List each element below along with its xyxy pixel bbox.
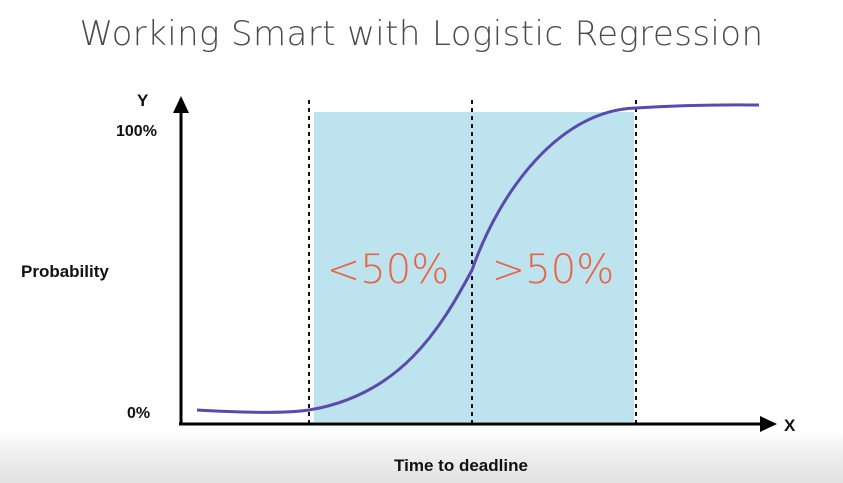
y-axis-label: Y [137, 91, 149, 110]
y-min-label: 0% [127, 405, 150, 422]
y-max-label: 100% [116, 123, 157, 140]
x-axis-label: X [784, 416, 796, 435]
x-description-label: Time to deadline [394, 456, 528, 475]
region-label-below-50: <50% [327, 247, 449, 293]
region-label-above-50: >50% [492, 247, 614, 293]
slide-title: Working Smart with Logistic Regression [79, 14, 764, 54]
y-axis-arrow-icon [173, 96, 189, 113]
y-description-label: Probability [21, 262, 109, 281]
bottom-gradient-bar [0, 432, 843, 483]
x-axis-arrow-icon [760, 416, 777, 432]
logistic-curve [196, 103, 760, 414]
